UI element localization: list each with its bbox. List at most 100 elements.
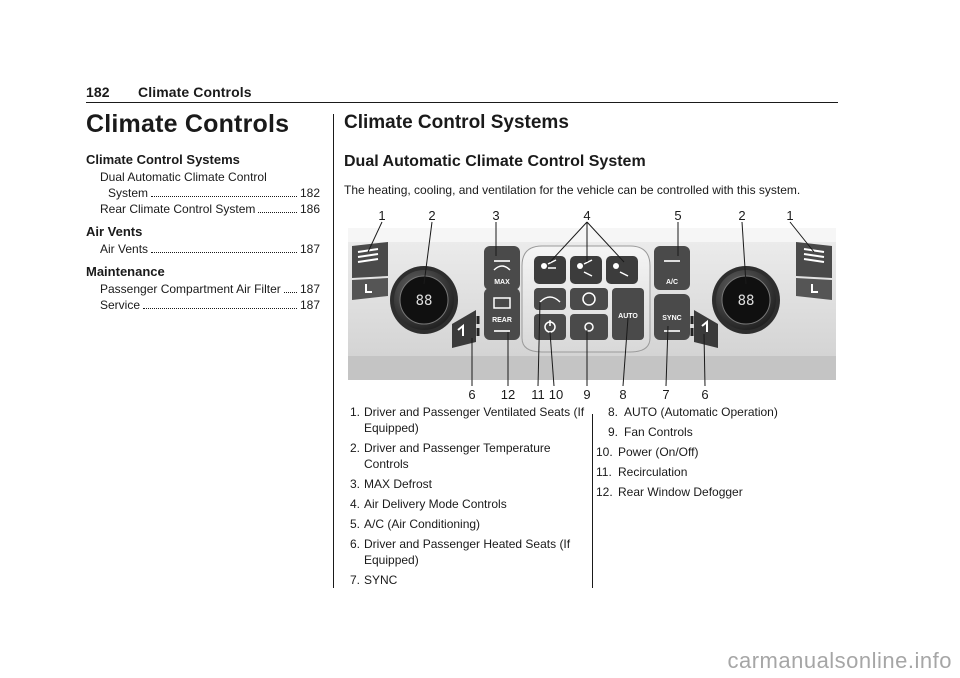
auto-label: AUTO xyxy=(618,313,638,320)
section-title: Climate Control Systems xyxy=(344,112,569,133)
callout-number: 1 xyxy=(378,208,385,223)
page-number: 182 xyxy=(86,84,110,100)
item-text: Power (On/Off) xyxy=(618,445,699,459)
toc-entry-page: 182 xyxy=(299,186,320,200)
item-text: MAX Defrost xyxy=(364,477,433,491)
toc-entry[interactable]: Dual Automatic Climate Control xyxy=(86,169,320,185)
max-defrost-button[interactable]: MAX xyxy=(484,246,520,290)
auto-button[interactable]: AUTO xyxy=(612,288,644,340)
toc-entry-page: 187 xyxy=(299,282,320,296)
max-label: MAX xyxy=(494,279,510,286)
toc-heading: Maintenance xyxy=(86,264,165,279)
intro-paragraph: The heating, cooling, and ventilation fo… xyxy=(344,183,801,197)
right-ventilated-seat-button[interactable] xyxy=(796,242,832,278)
callout-number: 5 xyxy=(674,208,681,223)
climate-control-illustration: 88 REAR MAX xyxy=(344,206,838,402)
toc-entry[interactable]: Service 187 xyxy=(86,297,320,313)
item-number: 5. xyxy=(350,517,361,531)
left-ventilated-seat-button[interactable] xyxy=(352,242,388,278)
list-item: 12.Rear Window Defogger xyxy=(596,484,836,500)
toc-section: Maintenance Passenger Compartment Air Fi… xyxy=(86,263,320,313)
air-mode-face-button[interactable] xyxy=(534,256,566,284)
toc-heading: Climate Control Systems xyxy=(86,152,240,167)
fan-decrease-button[interactable] xyxy=(570,314,608,340)
list-divider xyxy=(592,414,593,588)
callout-number: 2 xyxy=(738,208,745,223)
toc-entry-label: Rear Climate Control System xyxy=(100,202,256,216)
toc-title: Climate Controls xyxy=(86,110,290,138)
item-text: Driver and Passenger Heated Seats (If Eq… xyxy=(364,537,571,567)
item-text: SYNC xyxy=(364,573,398,587)
bottom-callouts: 6 12 11 10 9 8 7 6 xyxy=(468,387,708,402)
power-button[interactable] xyxy=(534,314,566,340)
toc-entry-label: Passenger Compartment Air Filter xyxy=(100,282,281,296)
list-item: 10. Power (On/Off) xyxy=(596,444,836,460)
legend-list-right: 8.AUTO (Automatic Operation) 9.Fan Contr… xyxy=(596,404,836,504)
rear-defog-button[interactable]: REAR xyxy=(484,288,520,340)
callout-number: 9 xyxy=(583,387,590,402)
item-text: Fan Controls xyxy=(624,425,693,439)
callout-number: 10 xyxy=(549,387,563,402)
callout-number: 1 xyxy=(786,208,793,223)
header-rule xyxy=(86,102,838,103)
panel-bottom-edge xyxy=(348,356,836,380)
legend-list-left: 1.Driver and Passenger Ventilated Seats … xyxy=(350,404,586,592)
toc-entry-page: 187 xyxy=(299,298,320,312)
rear-label: REAR xyxy=(492,317,512,324)
item-text: Rear Window Defogger xyxy=(618,485,743,499)
item-text: Driver and Passenger Temperature Control… xyxy=(364,441,551,471)
item-text: A/C (Air Conditioning) xyxy=(364,517,481,531)
driver-temperature-knob[interactable]: 88 xyxy=(390,266,458,334)
item-number: 4. xyxy=(350,497,361,511)
toc-entry-label: Dual Automatic Climate Control xyxy=(100,170,267,184)
subsection-title: Dual Automatic Climate Control System xyxy=(344,153,646,170)
ac-label: A/C xyxy=(666,279,678,286)
header-section: Climate Controls xyxy=(138,84,252,100)
callout-number: 2 xyxy=(428,208,435,223)
leader-dots xyxy=(143,308,297,309)
list-item: 9.Fan Controls xyxy=(596,424,836,440)
table-of-contents: Climate Control Systems Dual Automatic C… xyxy=(86,151,320,319)
item-number: 6. xyxy=(350,537,361,551)
item-number: 11. xyxy=(596,465,612,479)
left-heated-seat-button[interactable] xyxy=(452,310,480,348)
list-item: 5.A/C (Air Conditioning) xyxy=(350,516,586,532)
ac-button[interactable]: A/C xyxy=(654,246,690,290)
item-number: 1. xyxy=(350,405,361,419)
toc-entry[interactable]: Rear Climate Control System 186 xyxy=(86,201,320,217)
driver-temp-display: 88 xyxy=(416,293,433,309)
list-item: 7.SYNC xyxy=(350,572,586,588)
toc-entry[interactable]: System 182 xyxy=(86,185,320,201)
item-number: 10. xyxy=(596,445,613,459)
air-mode-bilevel-button[interactable] xyxy=(570,256,602,284)
list-item: 4.Air Delivery Mode Controls xyxy=(350,496,586,512)
climate-panel-svg: 88 REAR MAX xyxy=(348,208,836,402)
callout-number: 4 xyxy=(583,208,590,223)
toc-entry-label: Air Vents xyxy=(100,242,149,256)
toc-entry[interactable]: Air Vents 187 xyxy=(86,241,320,257)
callout-number: 6 xyxy=(701,387,708,402)
callout-number: 8 xyxy=(619,387,626,402)
list-item: 6.Driver and Passenger Heated Seats (If … xyxy=(350,536,586,568)
fan-increase-button[interactable] xyxy=(570,288,608,310)
item-text: Air Delivery Mode Controls xyxy=(364,497,507,511)
callout-leaders xyxy=(367,221,815,387)
leader-dots xyxy=(258,212,297,213)
page-header: 182 Climate Controls xyxy=(86,84,252,100)
passenger-temperature-knob[interactable]: 88 xyxy=(712,266,780,334)
item-text: Driver and Passenger Ventilated Seats (I… xyxy=(364,405,585,435)
toc-section: Air Vents Air Vents 187 xyxy=(86,223,320,257)
item-number: 8. xyxy=(607,405,618,419)
callout-number: 6 xyxy=(468,387,475,402)
toc-entry[interactable]: Passenger Compartment Air Filter 187 xyxy=(86,281,320,297)
callout-number: 12 xyxy=(501,387,515,402)
sync-button[interactable]: SYNC xyxy=(654,294,690,340)
left-seat-fan-icon xyxy=(352,278,388,300)
recirculation-button[interactable] xyxy=(534,288,566,310)
sync-label: SYNC xyxy=(662,315,681,322)
right-seat-fan-icon xyxy=(796,278,832,300)
toc-section: Climate Control Systems Dual Automatic C… xyxy=(86,151,320,217)
right-heated-seat-button[interactable] xyxy=(690,310,718,348)
air-mode-floor-button[interactable] xyxy=(606,256,638,284)
panel-top-edge xyxy=(348,228,836,242)
